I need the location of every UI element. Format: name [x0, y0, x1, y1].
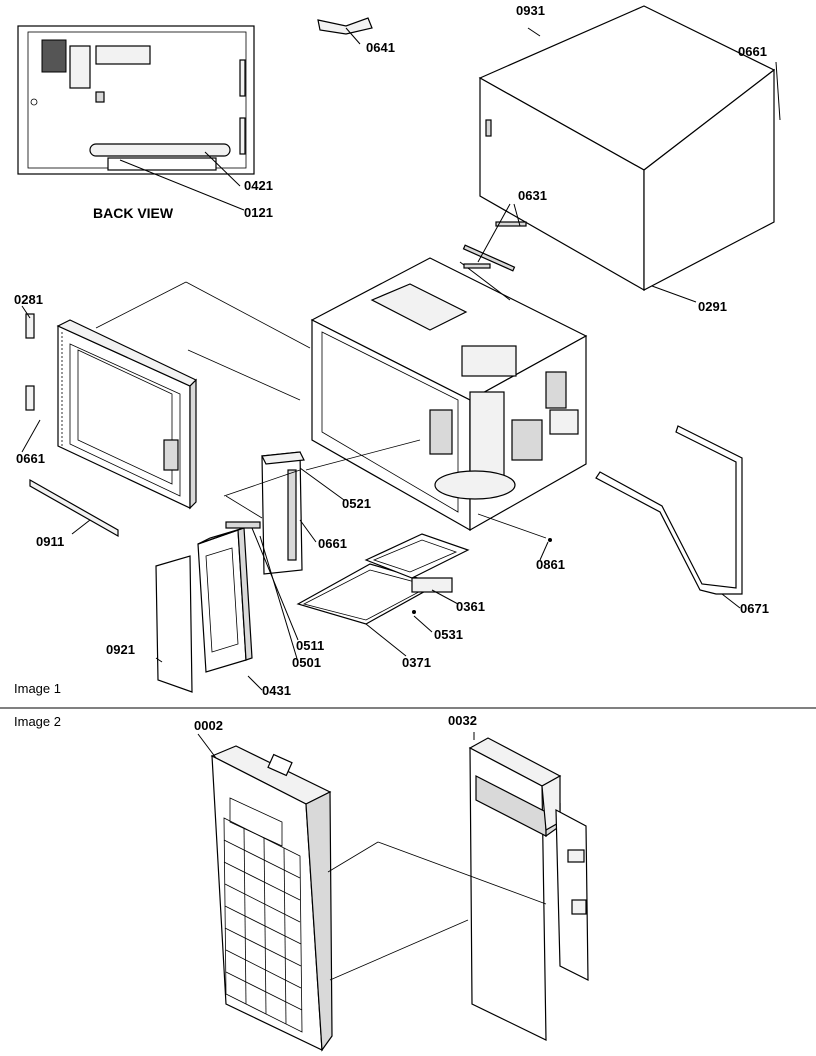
screw-bag — [317, 17, 373, 45]
callout-0531: 0531 — [434, 627, 463, 642]
control-panel-front — [155, 521, 299, 693]
callout-0631: 0631 — [518, 188, 547, 203]
door-assembly — [21, 305, 198, 538]
control-bracket — [261, 439, 421, 575]
callout-0501: 0501 — [292, 655, 321, 670]
callout-0281: 0281 — [14, 292, 43, 307]
bottom-tray — [296, 513, 552, 657]
callout-0032: 0032 — [448, 713, 477, 728]
back-view: BACK VIEW — [17, 25, 255, 221]
callout-0371: 0371 — [402, 655, 431, 670]
callout-0521: 0521 — [342, 496, 371, 511]
callout-0931: 0931 — [516, 3, 545, 18]
panel-title-image-1: Image 1 — [14, 681, 61, 696]
callout-0661-bracket: 0661 — [318, 536, 347, 551]
control-board-0032 — [468, 732, 589, 1041]
callout-0511: 0511 — [296, 638, 324, 653]
callout-0641: 0641 — [366, 40, 395, 55]
callout-0002: 0002 — [194, 718, 223, 733]
callout-0911: 0911 — [36, 534, 64, 549]
control-panel-0002 — [197, 733, 333, 1052]
callout-0661-door: 0661 — [16, 451, 45, 466]
callout-0361: 0361 — [456, 599, 485, 614]
callout-0861: 0861 — [536, 557, 565, 572]
callout-0921: 0921 — [106, 642, 135, 657]
callout-0421: 0421 — [244, 178, 273, 193]
back-view-label: BACK VIEW — [93, 205, 174, 221]
callout-0431: 0431 — [262, 683, 291, 698]
callout-0121: 0121 — [244, 205, 273, 220]
main-chassis — [310, 203, 588, 532]
door-gasket — [595, 425, 743, 609]
outer-cabinet — [478, 5, 781, 303]
panel-title-image-2: Image 2 — [14, 714, 61, 729]
callout-0671: 0671 — [740, 601, 769, 616]
callout-0661-cabinet: 0661 — [738, 44, 767, 59]
callout-0291: 0291 — [698, 299, 727, 314]
